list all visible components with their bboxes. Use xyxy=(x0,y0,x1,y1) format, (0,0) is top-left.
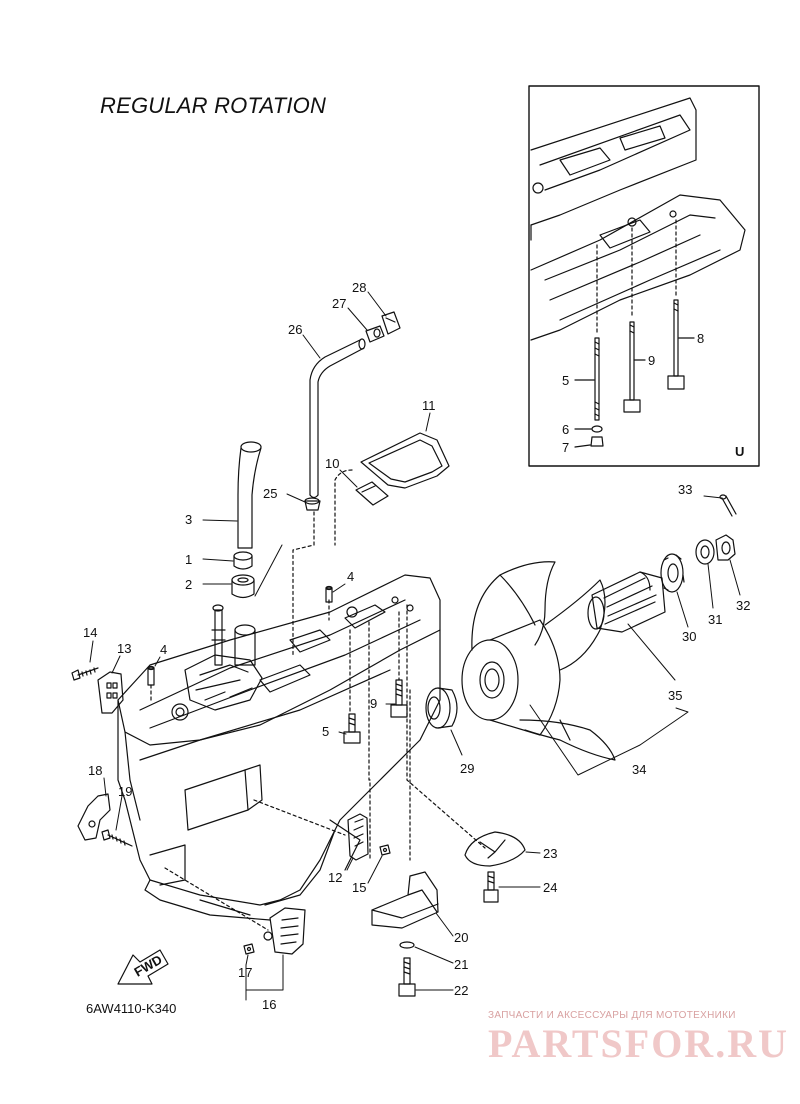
part-20-plate xyxy=(371,871,439,929)
part-11-gasket xyxy=(360,432,450,489)
part-25-plug xyxy=(304,497,321,511)
callout-15: 15 xyxy=(352,880,366,895)
callout-30: 30 xyxy=(682,629,696,644)
inset-callout-6: 6 xyxy=(562,422,569,437)
part-18-anode xyxy=(77,793,111,841)
part-2-seal xyxy=(231,574,255,599)
callout-11: 11 xyxy=(422,398,436,413)
inset-detail-view xyxy=(528,85,760,467)
diagram-title: REGULAR ROTATION xyxy=(100,93,327,118)
part-4-dowel-pin-lower xyxy=(147,665,155,686)
part-31-washer xyxy=(695,539,715,565)
callout-25: 25 xyxy=(263,486,277,501)
part-24-bolt xyxy=(483,871,499,903)
part-4-dowel-pin-upper xyxy=(325,585,333,603)
inset-callout-5: 5 xyxy=(562,373,569,388)
callout-2: 2 xyxy=(185,577,192,592)
part-10-seal xyxy=(355,481,389,506)
lower-casing xyxy=(117,574,441,921)
callout-26: 26 xyxy=(288,322,302,337)
watermark-logo: PARTSFOR.RU xyxy=(488,1021,789,1066)
callout-10: 10 xyxy=(325,456,339,471)
callout-17: 17 xyxy=(238,965,252,980)
callout-4-lower: 4 xyxy=(160,642,167,657)
part-12-anode xyxy=(347,813,369,861)
part-1-grommet xyxy=(233,551,253,570)
callout-24: 24 xyxy=(543,880,557,895)
part-19-screw xyxy=(101,829,133,847)
callout-16: 16 xyxy=(262,997,276,1012)
inset-callout-7: 7 xyxy=(562,440,569,455)
part-33-cotter-pin xyxy=(719,494,737,517)
callout-33: 33 xyxy=(678,482,692,497)
part-17-nut xyxy=(243,943,255,955)
callout-32: 32 xyxy=(736,598,750,613)
part-28-clip xyxy=(381,311,401,335)
callout-31: 31 xyxy=(708,612,722,627)
part-9-bolt xyxy=(390,679,408,718)
diagram-code: 6AW4110-K340 xyxy=(86,1001,177,1016)
watermark-tagline: ЗАПЧАСТИ И АКСЕССУАРЫ ДЛЯ МОТОТЕХНИКИ xyxy=(488,1010,736,1021)
part-29-spacer xyxy=(425,687,458,729)
fwd-arrow-icon xyxy=(117,949,169,985)
part-15-nut xyxy=(379,844,391,856)
part-21-washer xyxy=(399,941,415,949)
inset-marker: U xyxy=(735,444,745,459)
callout-1: 1 xyxy=(185,552,192,567)
callout-22: 22 xyxy=(454,983,468,998)
part-13-anode xyxy=(97,671,124,714)
assembly-guide-lines xyxy=(150,469,486,931)
part-22-bolt xyxy=(398,957,416,997)
callout-35: 35 xyxy=(668,688,682,703)
part-3-water-tube xyxy=(237,441,262,549)
callout-20: 20 xyxy=(454,930,468,945)
part-30-spacer xyxy=(660,553,685,593)
part-32-nut xyxy=(715,534,736,561)
callout-14: 14 xyxy=(83,625,97,640)
part-34-propeller xyxy=(461,561,616,761)
callout-5: 5 xyxy=(322,724,329,739)
callout-29: 29 xyxy=(460,761,474,776)
callout-18: 18 xyxy=(88,763,102,778)
callout-4-upper: 4 xyxy=(347,569,354,584)
part-16-anode xyxy=(263,907,306,955)
callout-21: 21 xyxy=(454,957,468,972)
inset-callout-9: 9 xyxy=(648,353,655,368)
callout-19: 19 xyxy=(118,784,132,799)
callout-27: 27 xyxy=(332,296,346,311)
part-14-screw xyxy=(71,667,99,681)
callout-28: 28 xyxy=(352,280,366,295)
callout-labels: 1 2 3 4 4 5 9 10 11 12 13 14 15 16 17 18… xyxy=(83,280,750,1012)
part-23-trim-tab xyxy=(464,831,526,867)
callout-9: 9 xyxy=(370,696,377,711)
callout-12: 12 xyxy=(328,870,342,885)
callout-3: 3 xyxy=(185,512,192,527)
callout-leader-lines xyxy=(89,291,741,1001)
inset-callout-8: 8 xyxy=(697,331,704,346)
part-35-bushing xyxy=(587,571,666,633)
callout-34: 34 xyxy=(632,762,646,777)
part-27-joint xyxy=(365,325,385,343)
callout-13: 13 xyxy=(117,641,131,656)
part-5-bolt xyxy=(343,713,361,744)
callout-23: 23 xyxy=(543,846,557,861)
part-26-hose xyxy=(309,338,366,499)
